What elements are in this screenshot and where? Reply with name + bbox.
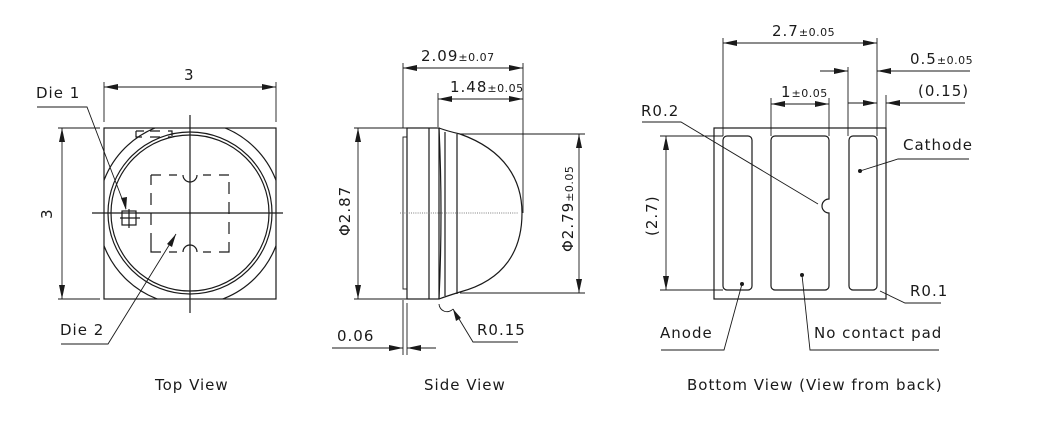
side-body	[406, 127, 440, 300]
cathode-width-tol: ±0.05	[937, 54, 973, 67]
svg-text:Φ2.79±0.05: Φ2.79±0.05	[559, 166, 577, 252]
die1-callout-label: Die 1	[36, 84, 80, 102]
die1-leader	[37, 106, 127, 210]
arrow-icon	[167, 234, 176, 247]
side-lens-dome	[438, 127, 523, 300]
pads-span-label: 2.7±0.05	[772, 22, 835, 40]
notch-radius-leader	[642, 121, 819, 205]
arrow-icon	[453, 309, 461, 321]
no-contact-callout-label: No contact pad	[814, 324, 942, 342]
die2-callout-label: Die 2	[60, 321, 104, 339]
bottom-package-outline	[713, 127, 887, 300]
body-diameter-label: Φ2.87	[336, 186, 354, 236]
no-contact-leader	[801, 274, 939, 351]
arrow-icon	[262, 84, 276, 90]
anode-callout-label: Anode	[660, 324, 713, 342]
die2-leader	[61, 233, 177, 345]
die2-outline	[150, 174, 230, 253]
center-pad-width-tol: ±0.05	[792, 87, 828, 100]
leader-dot-icon	[740, 282, 744, 286]
arrow-icon	[863, 100, 877, 106]
arrow-icon	[663, 136, 669, 150]
fillet-radius-label: R0.15	[477, 321, 526, 339]
top-height-label: 3	[38, 208, 56, 219]
leader-dot-icon	[800, 273, 804, 277]
arrow-icon	[59, 285, 65, 299]
side-body-curve	[438, 127, 442, 300]
arrow-icon	[389, 345, 403, 351]
overall-length-label: 2.09±0.07	[421, 47, 495, 65]
arrow-icon	[576, 134, 582, 148]
corner-radius-label: R0.1	[910, 282, 948, 300]
notch-radius-label: R0.2	[641, 102, 679, 120]
pads-span-tol: ±0.05	[799, 26, 835, 39]
arrow-icon	[59, 128, 65, 142]
corner-radius-leader	[879, 290, 941, 304]
arrow-icon	[104, 84, 118, 90]
arrow-icon	[877, 68, 891, 74]
arrow-icon	[771, 101, 785, 107]
anode-pad	[722, 135, 753, 291]
arrow-icon	[509, 65, 523, 71]
arrow-icon	[815, 101, 829, 107]
fillet-leader	[452, 308, 518, 343]
cathode-width-label: 0.5±0.05	[910, 50, 973, 68]
cathode-callout-label: Cathode	[903, 136, 973, 154]
top-view-title: Top View	[154, 376, 229, 394]
bottom-view-title: Bottom View (View from back)	[687, 376, 943, 394]
lens-diameter-tol: ±0.05	[563, 166, 576, 202]
center-pad-width-label: 1±0.05	[781, 83, 828, 101]
arrow-icon	[663, 276, 669, 290]
arrow-icon	[834, 68, 848, 74]
polarity-mark	[135, 130, 173, 138]
cathode-width-value: 0.5	[910, 50, 937, 68]
lens-diameter-value: Φ2.79	[559, 202, 577, 252]
arrow-icon	[355, 128, 361, 142]
lens-diameter-label: Φ2.79±0.05	[559, 166, 577, 252]
top-view: 3 3 Die 1 Die 2 Top View	[36, 66, 283, 394]
anode-leader	[661, 283, 743, 351]
arrow-icon	[576, 279, 582, 293]
arrow-icon	[886, 100, 900, 106]
lens-length-tol: ±0.05	[487, 82, 523, 95]
arrow-icon	[407, 345, 421, 351]
cathode-leader	[859, 158, 969, 172]
bottom-view: 2.7±0.05 0.5±0.05 (0.15) 1±0.05 (2.7) R0…	[641, 22, 973, 394]
arrow-icon	[403, 65, 417, 71]
overall-length-value: 2.09	[421, 47, 458, 65]
lens-length-value: 1.48	[450, 78, 487, 96]
arrow-icon	[355, 285, 361, 299]
cathode-pad	[848, 135, 878, 291]
arrow-icon	[121, 197, 127, 210]
lens-length-label: 1.48±0.05	[450, 78, 524, 96]
base-thickness-label: 0.06	[337, 327, 374, 345]
no-contact-pad	[770, 135, 830, 291]
fillet-arc	[438, 303, 454, 313]
leader-dot-icon	[858, 169, 862, 173]
pad-length-label: (2.7)	[643, 195, 661, 236]
side-view: Φ2.87 Φ2.79±0.05 2.09±0.07 1.48±0.05 0.0…	[332, 47, 585, 394]
arrow-icon	[438, 96, 452, 102]
center-pad-width-value: 1	[781, 83, 792, 101]
arrow-icon	[723, 40, 737, 46]
pads-span-value: 2.7	[772, 22, 799, 40]
side-view-title: Side View	[424, 376, 506, 394]
top-width-label: 3	[184, 66, 195, 84]
edge-offset-label: (0.15)	[918, 82, 969, 100]
arrow-icon	[863, 40, 877, 46]
arrow-icon	[509, 96, 523, 102]
overall-length-tol: ±0.07	[458, 51, 494, 64]
